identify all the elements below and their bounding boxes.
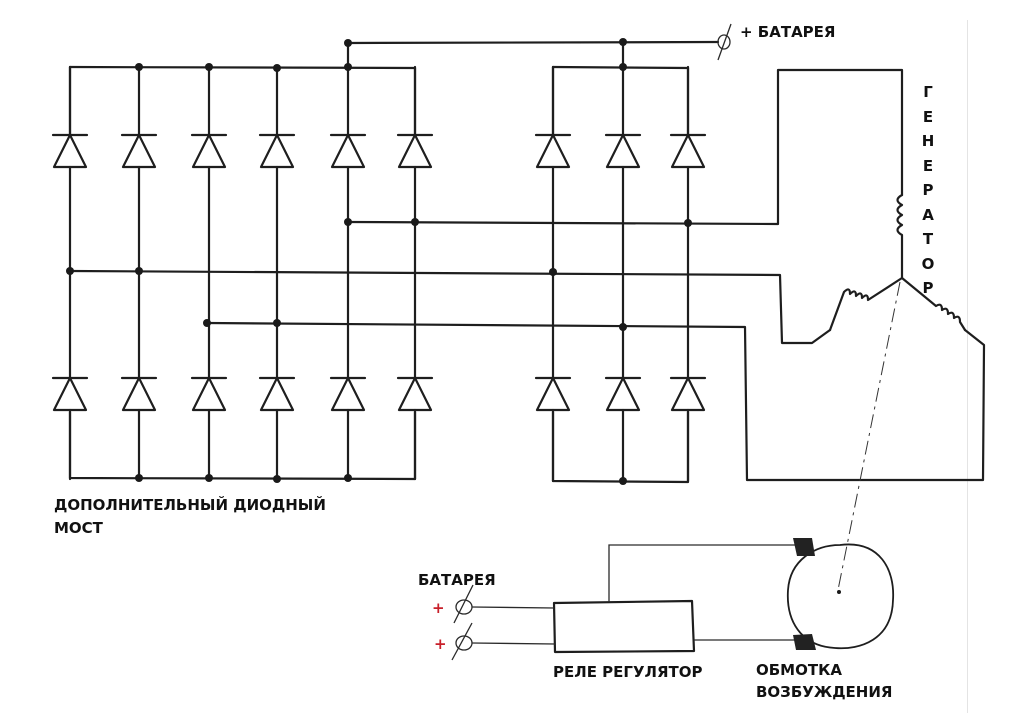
diode-lower [534,376,572,412]
extra-bridge-label-line1: ДОПОЛНИТЕЛЬНЫЙ ДИОДНЫЙ [54,496,326,514]
phase-wire-b [68,269,832,345]
generator-letter: О [921,254,935,273]
junction-dot [203,319,211,327]
diode-lower [51,376,89,412]
junction-dot [411,218,419,226]
junction-dot [344,63,352,71]
battery-bottom-label: БАТАРЕЯ [418,571,496,589]
diode-upper [534,133,572,169]
battery-terminal-2 [451,622,473,661]
generator-letter: Р [922,181,934,199]
junction-dot [135,267,143,275]
junction-dot [135,474,143,482]
junction-dot [619,323,627,331]
generator-letter: Н [921,132,935,150]
plus-sign-2: + [434,635,447,653]
junction-dot [619,38,627,46]
field-winding-label-line2: ВОЗБУЖДЕНИЯ [756,683,893,701]
diode-lower [669,376,707,412]
generator-letter: Е [922,107,934,126]
additional-bridge-bottom-bus [68,410,417,481]
field-winding-label-line1: ОБМОТКА [756,661,842,679]
generator-letter: А [922,205,934,224]
diode-column [329,65,367,481]
diode-column [669,65,707,483]
main-bridge-top-bus [551,65,690,137]
junction-dot [344,218,352,226]
junction-dot [273,319,281,327]
diode-column [190,65,228,481]
generator-letter: Т [922,230,934,248]
relay-wires [471,544,795,645]
battery-top-label: + БАТАРЕЯ [740,23,836,41]
phase-wire-c [205,321,986,482]
diode-upper [51,133,89,169]
diode-upper [190,133,228,169]
diode-lower [258,376,296,412]
generator-windings [828,193,967,332]
junction-dot [135,63,143,71]
diode-upper [258,133,296,169]
diode-lower [329,376,367,412]
extra-bridge-label-line2: МОСТ [54,519,103,537]
junction-dot [684,219,692,227]
diode-lower [604,376,642,412]
field-winding [786,538,895,650]
diode-column [604,65,642,483]
junction-dot [273,475,281,483]
plus-sign-1: + [432,599,445,617]
diode-upper [396,133,434,169]
main-bridge-bottom-bus [551,410,690,484]
phase-wire-a [346,68,904,226]
junction-dot [273,64,281,72]
diode-lower [396,376,434,412]
junction-dot [619,477,627,485]
generator-letter: Р [922,279,934,297]
generator-letter: Г [923,83,933,101]
junction-dot [549,268,557,276]
diode-lower [120,376,158,412]
battery-positive-wire [346,23,732,69]
junction-dots [66,38,692,485]
generator-letter: Е [922,156,934,175]
diode-upper [604,133,642,169]
junction-dot [205,63,213,71]
relay-regulator-label: РЕЛЕ РЕГУЛЯТОР [553,663,703,681]
junction-dot [344,39,352,47]
diode-upper [669,133,707,169]
junction-dot [619,63,627,71]
battery-terminal-1 [453,584,474,624]
diode-lower [190,376,228,412]
relay-regulator-box [552,599,696,654]
diode-upper [120,133,158,169]
additional-bridge-top-bus [68,65,417,137]
junction-dot [344,474,352,482]
paper-edge [967,20,968,713]
junction-dot [66,267,74,275]
junction-dot [205,474,213,482]
diode-upper [329,133,367,169]
